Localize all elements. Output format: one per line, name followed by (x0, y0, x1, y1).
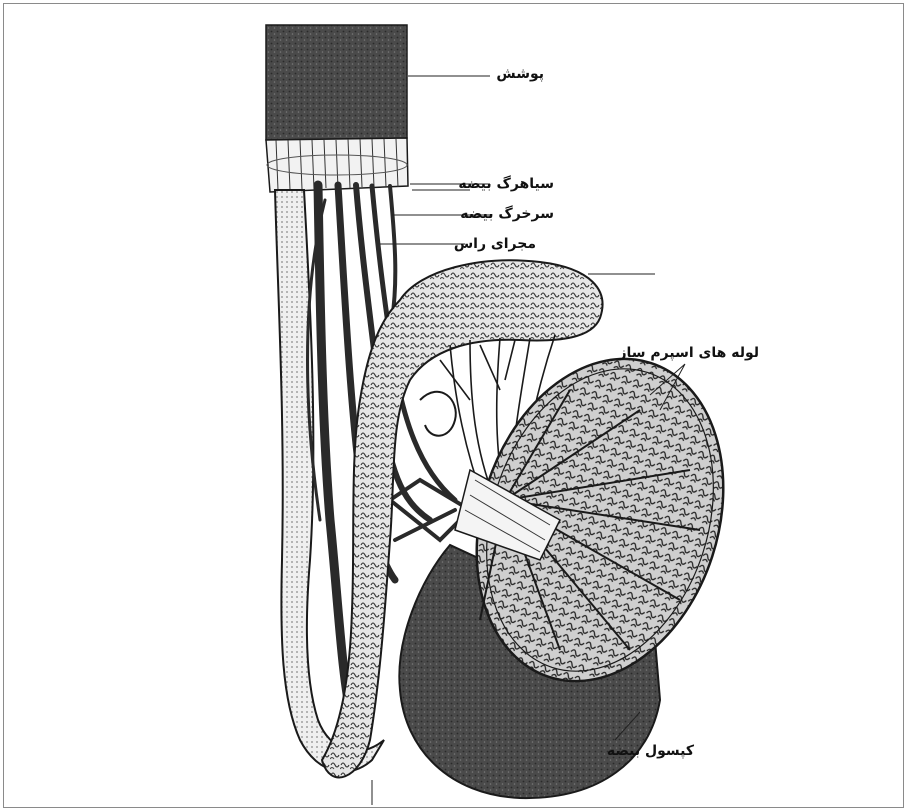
cord-covering (266, 25, 408, 192)
label-capsule: کپسول بیضه (607, 743, 694, 759)
label-testicular-artery: سرخرگ بیضه (460, 206, 554, 222)
label-seminiferous-tubules: لوله های اسپرم ساز (618, 345, 759, 361)
label-testicular-vein: سیاهرگ بیضه (458, 176, 554, 192)
label-covering: پوشش (496, 66, 544, 82)
label-vas-deferens: مجرای راس (454, 236, 536, 252)
